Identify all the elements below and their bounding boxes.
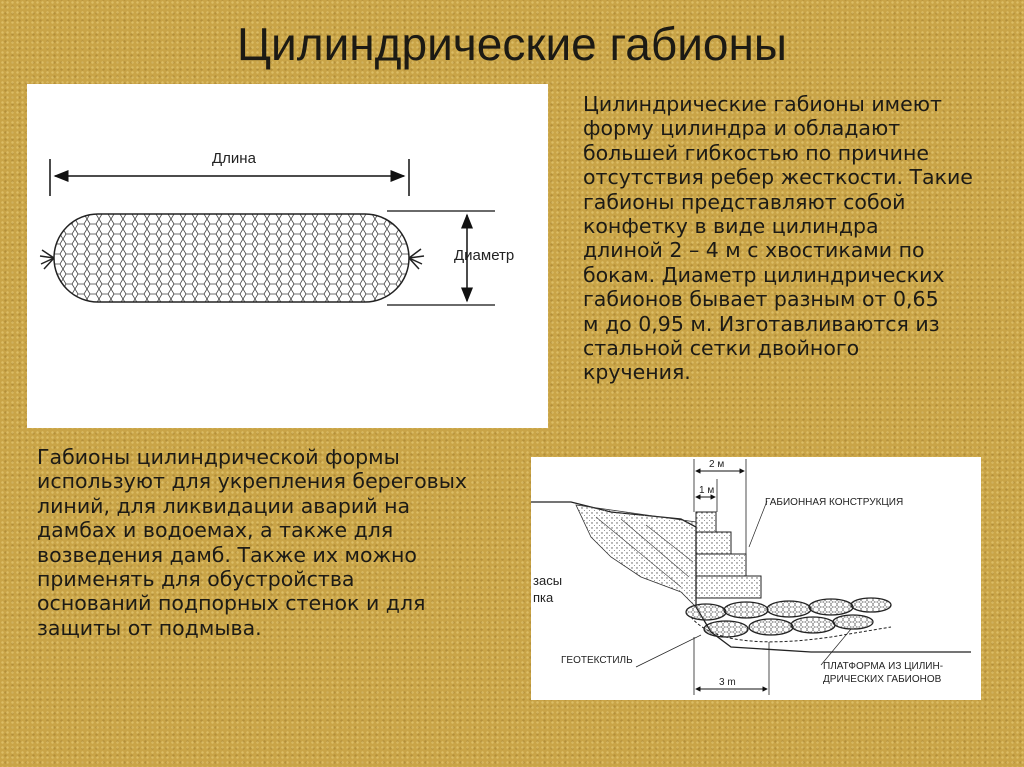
fill-label-1: засы [533,573,562,588]
dim-1m: 1 м [699,485,714,496]
retaining-wall-diagram: 2 м 1 м 3 m ГАБИОННАЯ КОНСТРУКЦИЯ ГЕОТЕК… [531,457,981,700]
platform-label-2: ДРИЧЕСКИХ ГАБИОНОВ [823,674,942,685]
geotextile-line [690,616,892,643]
gabion-wall [695,511,762,599]
cylindrical-gabion-platform [685,597,892,638]
gabion-tail-left [39,249,55,270]
usage-paragraph: Габионы цилиндрической формы используют … [37,445,468,640]
platform-label-1: ПЛАТФОРМА ИЗ ЦИЛИН- [823,661,943,672]
gabion-diagram: Длина Диаметр [27,84,548,428]
gabion-cylinder [53,213,410,303]
length-label: Длина [212,150,257,167]
slide-title: Цилиндрические габионы [237,18,787,70]
dim-2m: 2 м [709,459,724,470]
fill-label-2: пка [533,590,554,605]
gabion-tail-right [408,248,425,270]
dim-3m: 3 m [719,677,736,688]
description-paragraph: Цилиндрические габионы имеют форму цилин… [583,92,973,385]
gabion-structure-label: ГАБИОННАЯ КОНСТРУКЦИЯ [765,497,903,508]
diameter-label: Диаметр [454,247,514,264]
geotextile-label: ГЕОТЕКСТИЛЬ [561,655,633,666]
backfill-area [575,504,697,608]
